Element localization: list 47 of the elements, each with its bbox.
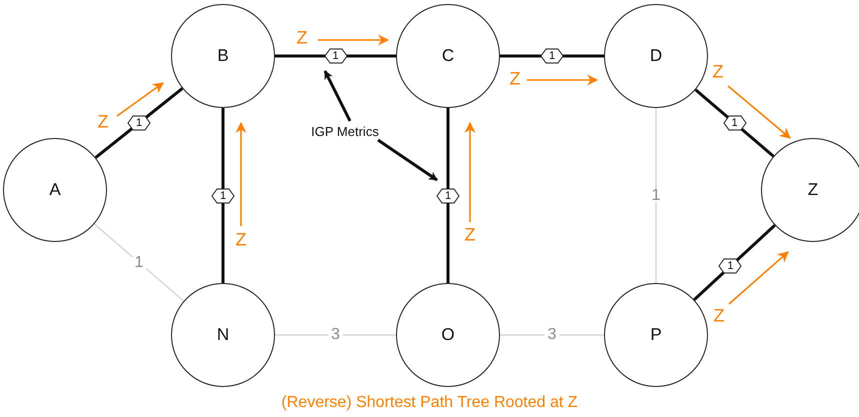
node-label: B xyxy=(217,46,229,66)
edge-label: 3 xyxy=(544,329,560,341)
tree-link-line xyxy=(94,87,184,159)
link-line xyxy=(94,223,184,302)
metric-badge: 1 xyxy=(436,188,460,204)
metric-badge: 1 xyxy=(718,258,742,274)
link-line xyxy=(655,108,657,283)
destination-label: Z xyxy=(464,224,476,246)
router-circle xyxy=(3,138,107,242)
destination-label: Z xyxy=(296,28,308,48)
destination-label: Z xyxy=(712,62,724,82)
tree-link-line xyxy=(500,54,604,58)
callout-text: IGP Metrics xyxy=(297,122,393,140)
metric-badge: 1 xyxy=(211,188,235,204)
node-label: N xyxy=(216,325,230,345)
node-label: O xyxy=(441,325,455,345)
tree-link-line xyxy=(693,224,776,301)
caption: (Reverse) Shortest Path Tree Rooted at Z xyxy=(280,394,579,412)
link-line xyxy=(500,334,604,336)
router-circle xyxy=(396,4,500,108)
metric-badge: 1 xyxy=(127,115,151,131)
node-label: D xyxy=(650,46,662,66)
tree-link-line xyxy=(222,108,224,283)
link-line xyxy=(275,334,396,336)
leader-line xyxy=(324,70,352,122)
node-label: Z xyxy=(808,180,818,200)
leader-line xyxy=(377,138,438,182)
router-circle xyxy=(171,283,275,387)
node-label: A xyxy=(49,180,61,200)
tree-link-line xyxy=(446,108,450,283)
destination-label: Z xyxy=(714,306,724,326)
router-circle xyxy=(604,283,708,387)
metric-badge: 1 xyxy=(722,115,746,131)
node-label: C xyxy=(442,46,454,66)
tree-link-line xyxy=(275,54,396,58)
destination-label: Z xyxy=(236,230,246,250)
edge-label: 1 xyxy=(132,256,146,268)
metric-badge: 1 xyxy=(324,48,348,64)
router-circle xyxy=(171,4,275,108)
edge-label: 3 xyxy=(328,329,343,341)
node-label: P xyxy=(650,325,662,345)
destination-label: Z xyxy=(510,68,520,90)
metric-badge: 1 xyxy=(540,48,564,64)
router-circle xyxy=(604,4,708,108)
tree-link-line xyxy=(694,88,774,158)
router-circle xyxy=(396,283,500,387)
destination-label: Z xyxy=(98,112,108,132)
